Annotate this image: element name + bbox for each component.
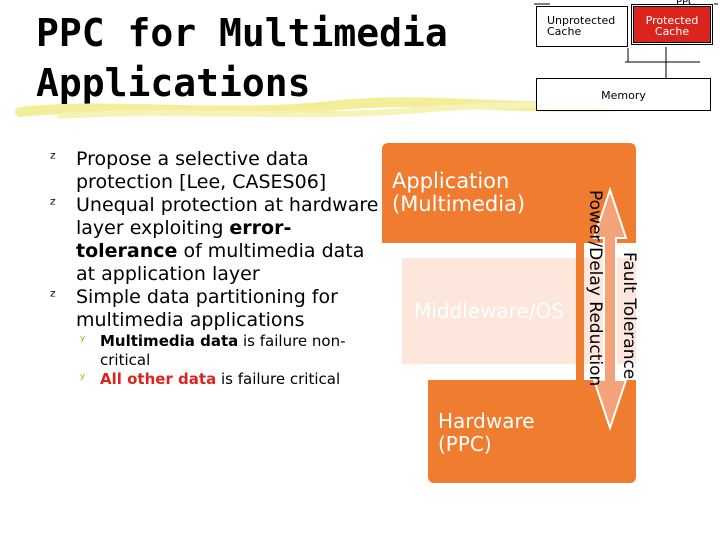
y-bullet-icon: ʸ — [80, 371, 86, 387]
bullet-text: Simple data partitioning for multimedia … — [76, 286, 338, 331]
middleware-layer — [402, 258, 636, 364]
ppc-label: PPC — [676, 0, 696, 8]
bullet-list: ᶻ Propose a selective data protection [L… — [50, 148, 380, 389]
protected-cache-outline — [631, 4, 713, 45]
bullet-text-post: of multimedia data at application layer — [76, 240, 365, 285]
sub-bullet-strong: All other data — [100, 370, 217, 388]
bullet-text: Propose a selective data protection [Lee… — [76, 148, 327, 193]
hardware-layer-label: Hardware (PPC) — [438, 409, 535, 456]
bullet-item: ᶻ Propose a selective data protection [L… — [50, 148, 380, 194]
protected-cache-label: Protected Cache — [645, 14, 699, 38]
unprotected-cache-box: Unprotected Cache — [536, 6, 628, 47]
bullet-text-pre: Unequal protection at hardware layer exp… — [76, 194, 379, 239]
unprotected-cache-label: Unprotected Cache — [547, 14, 616, 38]
memory-box: Memory — [536, 78, 711, 111]
power-delay-label: Power/Delay Reduction — [585, 190, 605, 387]
cache-memory-connector — [534, 3, 718, 78]
memory-label: Memory — [601, 89, 646, 102]
z-bullet-icon: ᶻ — [50, 195, 57, 215]
sub-bullet-strong: Multimedia data — [100, 332, 239, 350]
bullet-item: ᶻ Unequal protection at hardware layer e… — [50, 194, 380, 286]
application-layer-label: Application (Multimedia) — [392, 169, 526, 216]
sub-bullet-rest: is failure non-critical — [100, 332, 346, 369]
bullet-text-bold: error-tolerance — [76, 217, 292, 262]
sub-bullet-item: ʸ All other data is failure critical — [50, 370, 380, 389]
slide-title: PPC for Multimedia Applications — [36, 11, 448, 105]
sub-bullet-rest: is failure critical — [216, 370, 341, 388]
bullet-item: ᶻ Simple data partitioning for multimedi… — [50, 286, 380, 332]
sub-bullet-item: ʸ Multimedia data is failure non-critica… — [50, 332, 380, 370]
fault-tolerance-label: Fault Tolerance — [619, 252, 639, 380]
z-bullet-icon: ᶻ — [50, 149, 57, 169]
protected-cache-box: Protected Cache — [633, 6, 711, 43]
application-layer — [382, 143, 636, 243]
middleware-layer-label: Middleware/OS — [414, 299, 564, 323]
z-bullet-icon: ᶻ — [50, 287, 57, 307]
double-arrow-icon — [564, 150, 628, 440]
y-bullet-icon: ʸ — [80, 333, 86, 349]
